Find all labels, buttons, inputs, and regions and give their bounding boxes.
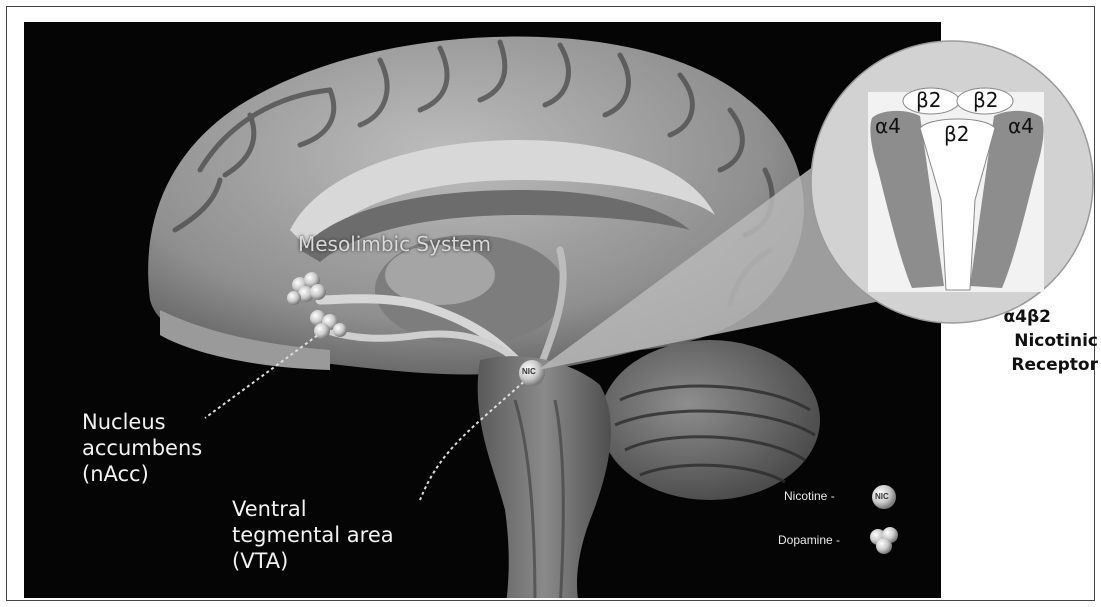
beta2-left-label: β2 [916, 88, 942, 112]
vta-label-line2: tegmental area [232, 523, 394, 547]
receptor-title-line2: Nicotinic [1014, 330, 1098, 353]
nicotine-legend-icon-text: NIC [875, 492, 889, 501]
alpha4-right-label: α4 [1008, 114, 1034, 138]
mesolimbic-system-label: Mesolimbic System [298, 232, 491, 256]
vta-label-line1: Ventral [232, 497, 307, 521]
receptor-title-line3: Receptor [1011, 354, 1098, 377]
dopamine-legend-label: Dopamine - [778, 533, 840, 547]
beta2-center-label: β2 [944, 122, 970, 146]
beta2-right-label: β2 [973, 88, 999, 112]
nacc-label-line1: Nucleus [82, 410, 166, 434]
receptor-title-line1: α4β2 [1003, 306, 1051, 329]
nic-marker-label: NIC [522, 367, 536, 376]
nicotine-legend-label: Nicotine - [784, 489, 835, 503]
brainstem [478, 356, 611, 607]
alpha4-left-label: α4 [875, 114, 901, 138]
vta-label-line3: (VTA) [232, 549, 288, 573]
nacc-label-line2: accumbens [82, 436, 202, 460]
dopamine-legend-icon [870, 527, 898, 554]
nacc-label-line3: (nAcc) [82, 462, 149, 486]
